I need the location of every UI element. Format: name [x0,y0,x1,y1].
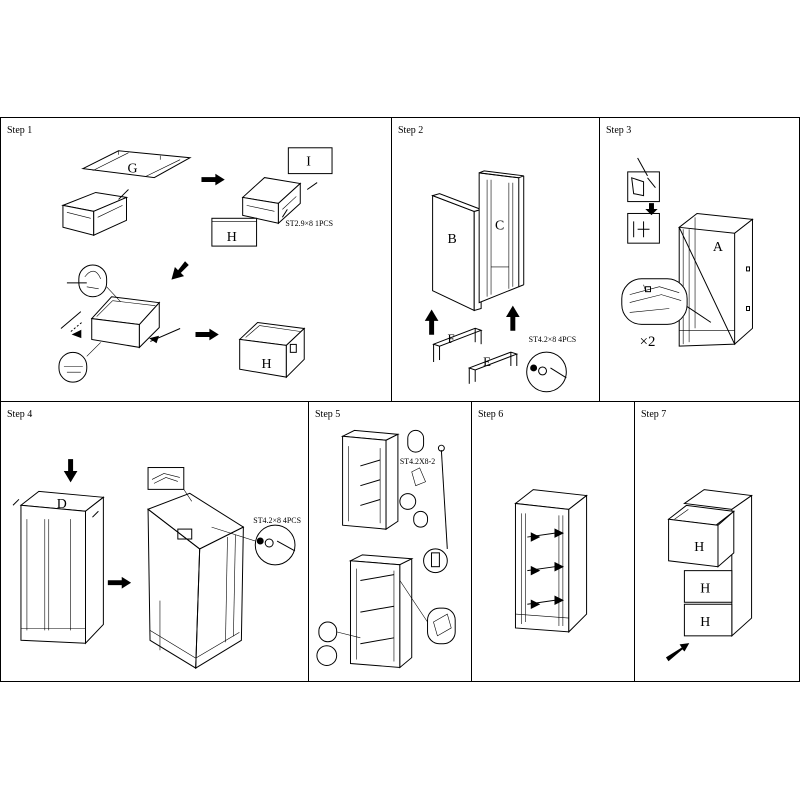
step-2-screw-spec: ST4.2×8 4PCS [529,335,577,344]
panel-e-label: E [483,355,491,369]
step-4-screw-spec: ST4.2×8 4PCS [253,516,301,525]
step-3-detail-magnifier [621,278,688,325]
arrow-up-right [506,305,520,331]
step-4-screw-magnifier [254,524,296,566]
step-6-drawing [514,489,588,634]
step-5-screw-spec: ST4.2X8-2 [400,457,435,466]
step-4-panel: Step 4 D [0,401,309,682]
panel-h-label: H [227,230,237,245]
step-6-panel: Step 6 [471,401,635,682]
flow-arrow-right [201,173,225,186]
step-6-title: Step 6 [478,409,504,420]
step-1-title: Step 1 [7,125,33,136]
step-1-panel: Step 1 G I [0,117,392,402]
step-1-screw-spec: ST2.9×8 1PCS [285,219,333,228]
push-arrow [665,643,690,662]
step-2-drawing: B C F E [424,170,577,393]
panel-b-label: B [447,231,456,246]
panel-i-label: I [306,155,311,170]
drawer-2 [683,570,733,603]
step-1-drawing: G I H ST2.9×8 1PCS [58,147,333,383]
step-3-drawing: A ×2 [621,157,754,350]
flow-arrow-down-left [171,261,189,280]
step-5-title: Step 5 [315,409,341,420]
panel-g-label: G [127,162,137,177]
panel-f-label: F [447,332,454,346]
step-5-panel: Step 5 ST4.2X8-2 [308,401,472,682]
step-5-drawing: ST4.2X8-2 [316,429,456,669]
panel-d-label: D [57,497,67,512]
step-3-panel: Step 3 A ×2 [599,117,800,402]
step-7-panel: Step 7 H H H [634,401,800,682]
flow-arrow-right-2 [195,328,219,341]
flow-arrow-right-3 [107,576,132,589]
step-4-title: Step 4 [7,409,33,420]
drawer-h-label: H [262,357,272,372]
drawer-2-label: H [700,580,710,595]
step-3-title: Step 3 [606,125,632,136]
step-4-drawing: D ST4.2×8 4PCS [12,459,301,669]
drawer-1-label: H [694,539,704,554]
step-2-title: Step 2 [398,125,424,136]
step-7-drawing: H H H [665,489,753,662]
drawer-3-label: H [700,614,710,629]
arrow-down [63,459,78,483]
step-7-title: Step 7 [641,409,667,420]
quantity-label: ×2 [640,334,656,350]
step-2-panel: Step 2 B C F [391,117,600,402]
assembly-instruction-sheet: Step 1 G I [0,117,800,682]
arrow-up-left [424,309,439,335]
panel-c-label: C [495,217,504,232]
drawer-3 [683,603,733,637]
panel-a-label: A [713,239,723,254]
